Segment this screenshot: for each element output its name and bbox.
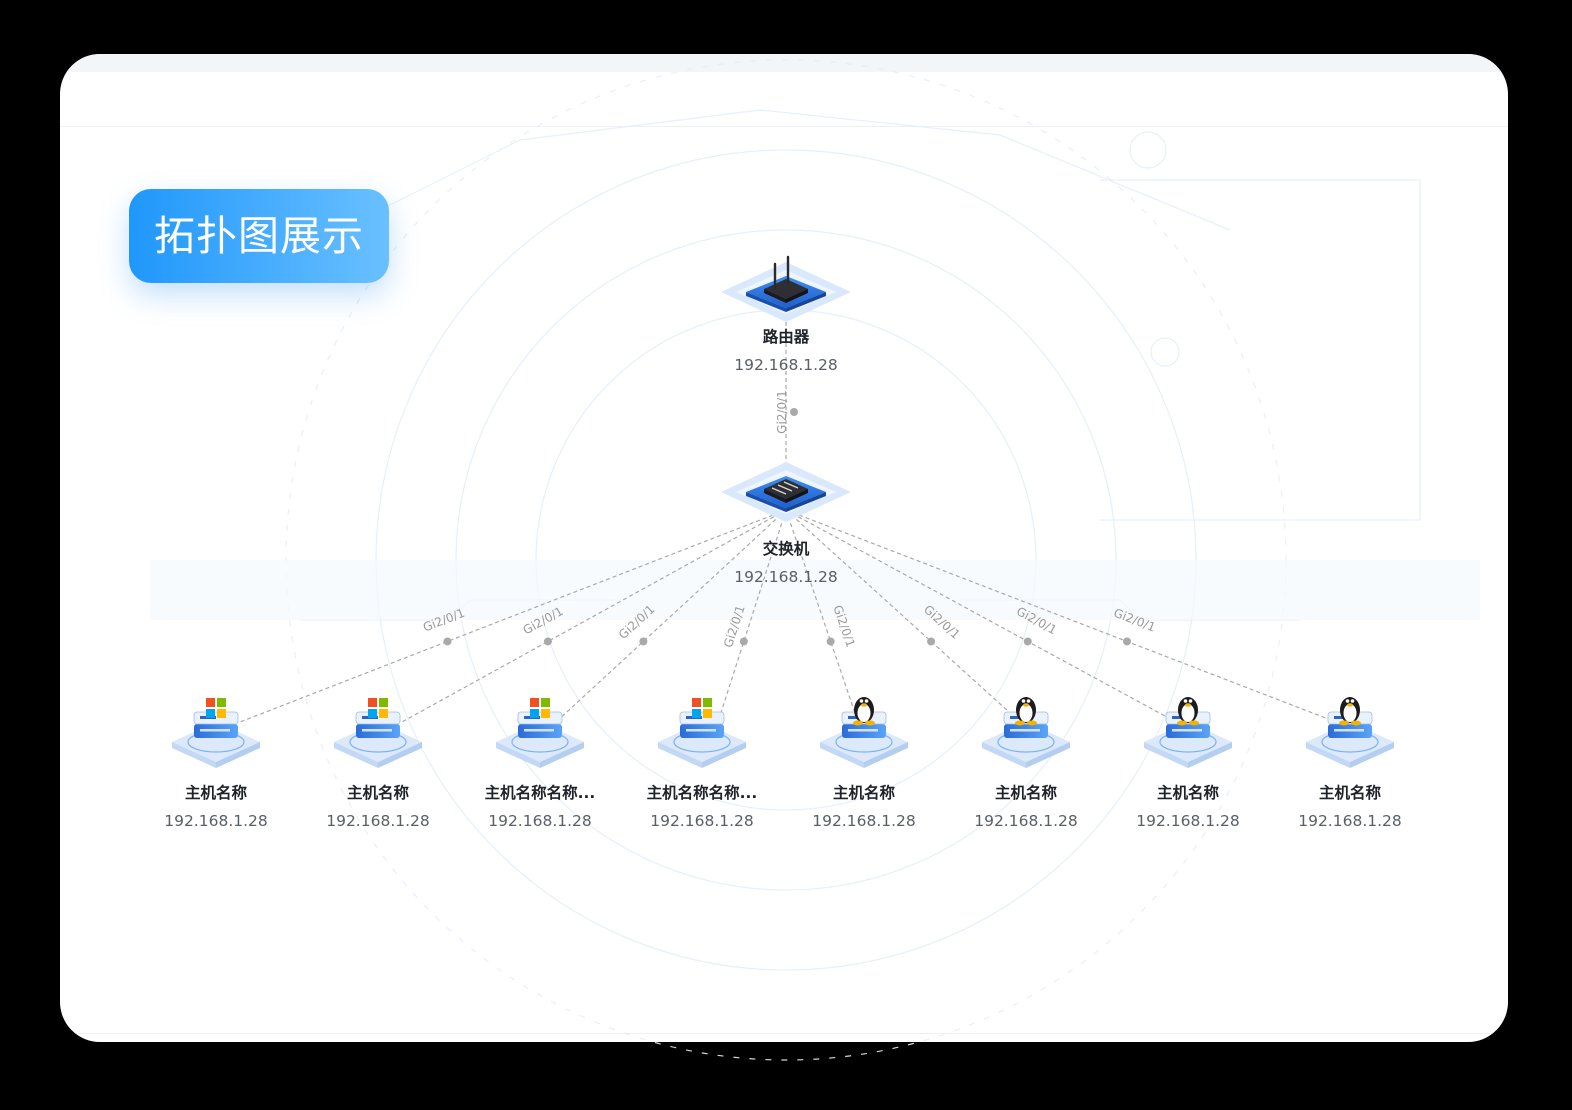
host-port-label: Gi2/0/1 — [521, 604, 566, 637]
port-dot — [927, 637, 936, 646]
uplink-link: Gi2/0/1 — [775, 322, 798, 470]
server-icon — [1144, 711, 1232, 768]
server-icon — [172, 711, 260, 768]
card-footer-divider — [60, 1033, 1508, 1034]
host-name: 主机名称名称... — [647, 783, 758, 802]
host-ip: 192.168.1.28 — [1298, 812, 1402, 830]
router-node[interactable]: 路由器 192.168.1.28 — [721, 255, 851, 374]
host-link: Gi2/0/1 — [785, 509, 1021, 723]
host-name: 主机名称 — [995, 783, 1058, 802]
port-dot — [443, 637, 452, 646]
host-node[interactable]: 主机名称 192.168.1.28 — [1136, 697, 1240, 830]
host-ip: 192.168.1.28 — [326, 812, 430, 830]
switch-node[interactable]: 交换机 192.168.1.28 — [721, 462, 851, 586]
host-node[interactable]: 主机名称 192.168.1.28 — [1298, 697, 1402, 830]
port-dot — [1023, 637, 1032, 646]
windows-logo-icon — [368, 698, 388, 718]
server-icon — [496, 711, 584, 768]
host-ip: 192.168.1.28 — [974, 812, 1078, 830]
switch-ip: 192.168.1.28 — [734, 568, 838, 586]
card-header-divider — [60, 126, 1508, 127]
host-port-label: Gi2/0/1 — [921, 602, 963, 642]
server-icon — [334, 711, 422, 768]
host-name: 主机名称 — [833, 783, 896, 802]
router-icon — [721, 255, 851, 322]
linux-tux-icon — [1015, 697, 1037, 726]
host-link: Gi2/0/1 — [785, 509, 1337, 723]
host-port-label: Gi2/0/1 — [616, 602, 658, 642]
host-port-label: Gi2/0/1 — [421, 606, 467, 635]
host-port-label: Gi2/0/1 — [830, 603, 857, 649]
host-ip: 192.168.1.28 — [1136, 812, 1240, 830]
host-link: Gi2/0/1 — [555, 509, 787, 723]
port-dot — [739, 637, 748, 646]
windows-logo-icon — [206, 698, 226, 718]
host-link: Gi2/0/1 — [239, 509, 787, 723]
switch-icon — [721, 462, 851, 522]
windows-logo-icon — [530, 698, 550, 718]
port-dot — [639, 637, 648, 646]
router-ip: 192.168.1.28 — [734, 356, 838, 374]
port-dot — [543, 637, 552, 646]
server-icon — [658, 711, 746, 768]
host-ip: 192.168.1.28 — [650, 812, 754, 830]
port-dot — [1123, 637, 1131, 646]
uplink-port-label: Gi2/0/1 — [775, 390, 789, 434]
linux-tux-icon — [1339, 697, 1361, 726]
linux-tux-icon — [853, 697, 875, 726]
host-node[interactable]: 主机名称 192.168.1.28 — [812, 697, 916, 830]
page-title: 拓扑图展示 — [129, 189, 389, 283]
host-ip: 192.168.1.28 — [812, 812, 916, 830]
linux-tux-icon — [1177, 697, 1199, 726]
host-node[interactable]: 主机名称 192.168.1.28 — [164, 698, 268, 830]
host-port-label: Gi2/0/1 — [1112, 606, 1158, 635]
host-name: 主机名称 — [347, 783, 410, 802]
host-name: 主机名称名称... — [485, 783, 596, 802]
router-label: 路由器 — [763, 327, 810, 346]
host-node[interactable]: 主机名称 192.168.1.28 — [974, 697, 1078, 830]
card-top-bar — [60, 54, 1508, 72]
port-dot — [826, 637, 835, 646]
host-name: 主机名称 — [185, 783, 248, 802]
host-name: 主机名称 — [1157, 783, 1220, 802]
port-dot — [790, 408, 798, 416]
switch-label: 交换机 — [763, 539, 810, 558]
windows-logo-icon — [692, 698, 712, 718]
host-ip: 192.168.1.28 — [488, 812, 592, 830]
server-icon — [820, 711, 908, 768]
host-node[interactable]: 主机名称名称... 192.168.1.28 — [647, 698, 758, 830]
host-name: 主机名称 — [1319, 783, 1382, 802]
host-node[interactable]: 主机名称名称... 192.168.1.28 — [485, 698, 596, 830]
host-ip: 192.168.1.28 — [164, 812, 268, 830]
host-node[interactable]: 主机名称 192.168.1.28 — [326, 698, 430, 830]
host-port-label: Gi2/0/1 — [1014, 604, 1059, 637]
